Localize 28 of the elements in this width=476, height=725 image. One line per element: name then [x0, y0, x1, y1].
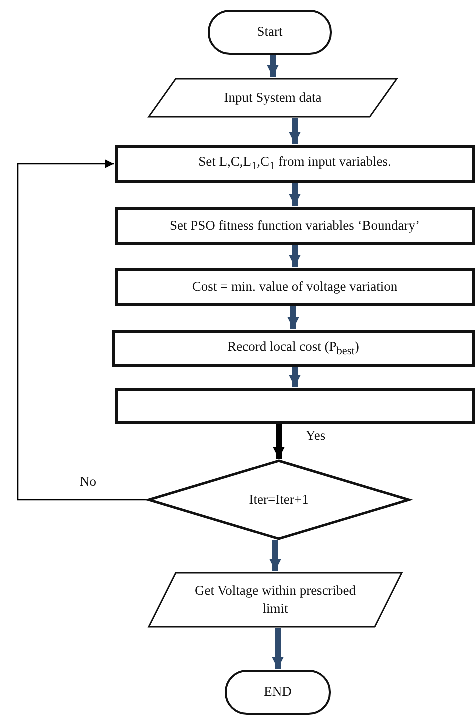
- node-text: Set L,C,L$_{1}$,C$_{1}$ from input variables.: [198, 153, 392, 175]
- node-text: Get Voltage within prescribed limit: [194, 582, 358, 618]
- input-output-parallelogram: [148, 78, 398, 118]
- node-text: Input System data: [223, 88, 323, 107]
- node-text: Start: [256, 23, 284, 42]
- arrow: [273, 424, 285, 459]
- node-text: Set PSO fitness function variables ‘Boundary’: [168, 216, 422, 235]
- terminal-box: [208, 10, 332, 55]
- input-output-parallelogram: [148, 572, 403, 628]
- arrow: [289, 183, 301, 206]
- process-box: [112, 330, 475, 367]
- process-box: [115, 268, 475, 306]
- node-text: Cost = min. value of voltage variation: [191, 278, 399, 296]
- arrow: [289, 245, 301, 267]
- loop-arrow: [17, 160, 148, 501]
- node-text: Record local cost (P$_{best}$): [226, 338, 360, 360]
- terminal-box: [225, 670, 331, 715]
- arrow: [272, 628, 284, 669]
- node-text: END: [263, 683, 293, 702]
- arrow: [289, 367, 301, 387]
- arrow: [270, 540, 282, 571]
- process-box: [115, 388, 475, 424]
- arrow: [288, 306, 300, 329]
- arrow: [267, 55, 279, 77]
- process-box: [115, 145, 475, 183]
- node-text: Iter=Iter+1: [248, 490, 310, 509]
- arrow: [289, 118, 301, 144]
- process-box: [115, 207, 475, 245]
